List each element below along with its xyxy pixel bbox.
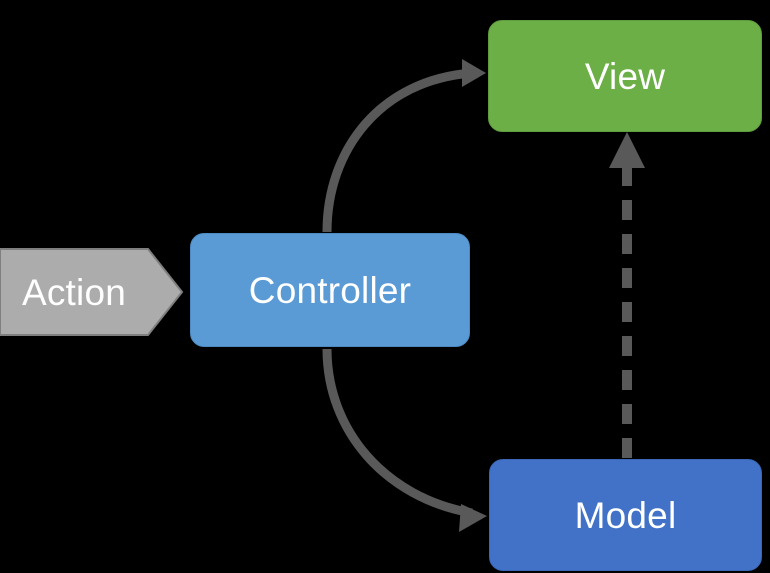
model-label: Model (574, 494, 677, 536)
connector-model-to-view (609, 132, 645, 458)
connector-controller-to-view (322, 59, 486, 233)
controller-label: Controller (248, 269, 412, 311)
view-label: View (584, 55, 666, 97)
node-model[interactable]: Model (489, 459, 762, 571)
connector-controller-to-model (322, 348, 487, 532)
action-label: Action (21, 272, 127, 313)
node-view[interactable]: View (488, 20, 762, 132)
node-action[interactable]: Action (0, 249, 183, 336)
node-controller[interactable]: Controller (190, 233, 470, 347)
action-label-wrapper: Action (0, 249, 148, 336)
